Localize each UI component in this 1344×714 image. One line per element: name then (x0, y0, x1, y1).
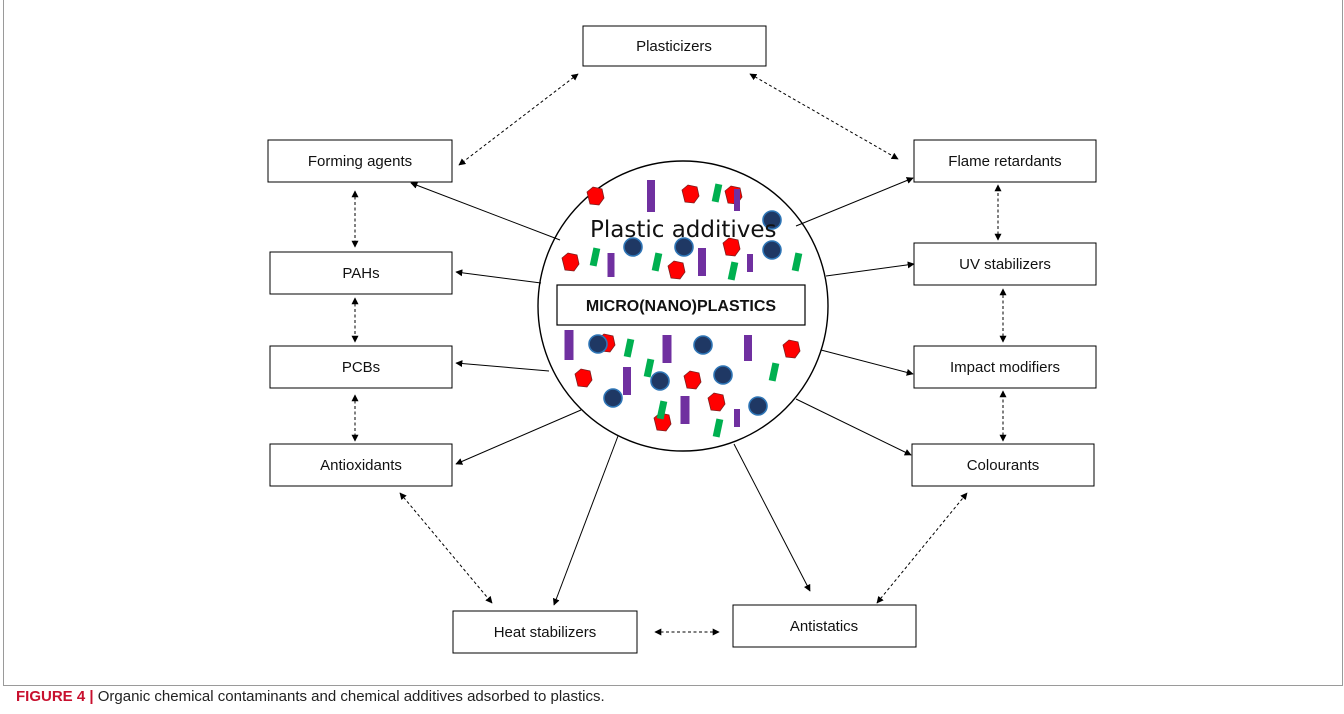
node-forming-agents: Forming agents (267, 139, 453, 183)
red-particle (561, 252, 580, 272)
blue-particle (588, 334, 608, 354)
dashed-plasticizers-forming (458, 73, 579, 166)
green-particle (643, 358, 655, 378)
green-particle (712, 418, 724, 438)
blue-particle (762, 240, 782, 260)
purple-particle (734, 189, 740, 211)
node-label: Heat stabilizers (494, 624, 597, 641)
node-pahs: PAHs (269, 251, 453, 295)
node-colourants: Colourants (911, 443, 1095, 487)
node-label: Impact modifiers (950, 359, 1060, 376)
green-particle (768, 362, 780, 382)
solid-arrows (410, 177, 915, 606)
node-label: PAHs (342, 265, 379, 282)
green-particle (651, 252, 663, 272)
node-label: UV stabilizers (959, 256, 1051, 273)
node-antistatics: Antistatics (732, 604, 917, 648)
figure-caption: FIGURE 4 | Organic chemical contaminants… (16, 688, 605, 705)
node-label: Forming agents (308, 153, 412, 170)
node-label: Flame retardants (948, 153, 1061, 170)
purple-particle (564, 330, 574, 360)
arrow-to-flame-retardants (795, 177, 914, 227)
node-impact-modifiers: Impact modifiers (913, 345, 1097, 389)
purple-particle (734, 409, 740, 427)
blue-particle (748, 396, 768, 416)
purple-particle (662, 335, 672, 363)
arrow-to-uv-stabilizers (825, 261, 915, 277)
node-flame-retardants: Flame retardants (913, 139, 1097, 183)
red-particle (683, 370, 702, 390)
caption-text: Organic chemical contaminants and chemic… (97, 688, 605, 705)
arrow-to-heat-stabilizers (552, 435, 619, 606)
node-label: PCBs (342, 359, 380, 376)
node-uv-stabilizers: UV stabilizers (913, 242, 1097, 286)
arrow-to-pcbs (455, 360, 550, 372)
purple-particle (680, 396, 690, 424)
purple-particle (607, 253, 615, 277)
node-label: Colourants (967, 457, 1040, 474)
figure-frame (3, 0, 1343, 686)
green-particle (711, 183, 723, 203)
red-particle (681, 184, 700, 204)
blue-particle (762, 210, 782, 230)
red-particle (667, 260, 686, 280)
red-particle (722, 237, 741, 257)
green-particle (656, 400, 668, 420)
arrow-to-impact-modifiers (820, 349, 914, 376)
arrow-to-pahs (455, 269, 542, 284)
purple-particle (744, 335, 752, 361)
figure-separator: | (89, 688, 94, 705)
red-particle (574, 368, 593, 388)
green-particle (791, 252, 803, 272)
green-particle (727, 261, 739, 281)
dashed-antioxidants-heat (399, 492, 493, 604)
figure-number: FIGURE 4 (16, 688, 86, 705)
purple-particle (623, 367, 631, 395)
red-particle (586, 186, 605, 206)
node-pcbs: PCBs (269, 345, 453, 389)
blue-particle (603, 388, 623, 408)
arrow-to-forming-agents (410, 181, 561, 241)
node-plasticizers: Plasticizers (582, 25, 767, 67)
blue-particle (650, 371, 670, 391)
arrow-to-colourants (795, 398, 912, 456)
dashed-arrows (351, 73, 1007, 636)
plastic-particles (561, 180, 803, 438)
blue-particle (713, 365, 733, 385)
arrow-to-antioxidants (455, 409, 582, 465)
purple-particle (698, 248, 706, 276)
node-label: Plasticizers (636, 38, 712, 55)
dashed-antistatics-colourants (876, 492, 968, 604)
blue-particle (674, 237, 694, 257)
center-title: Plastic additives (590, 217, 777, 243)
green-particle (589, 247, 601, 267)
node-label: Antistatics (790, 618, 858, 635)
node-label: Antioxidants (320, 457, 402, 474)
purple-particle (747, 254, 753, 272)
purple-particle (647, 180, 655, 212)
node-antioxidants: Antioxidants (269, 443, 453, 487)
blue-particle (623, 237, 643, 257)
node-heat-stabilizers: Heat stabilizers (452, 610, 638, 654)
arrow-to-antistatics (733, 443, 811, 592)
additives-diagram: Plastic additives MICRO(NANO)PLASTICS Pl… (267, 25, 1097, 654)
red-particle (707, 392, 726, 412)
green-particle (623, 338, 635, 358)
center-box-label: MICRO(NANO)PLASTICS (586, 298, 777, 315)
blue-particle (693, 335, 713, 355)
dashed-plasticizers-flame (749, 73, 899, 160)
center-box (556, 284, 806, 326)
red-particle (782, 339, 801, 359)
